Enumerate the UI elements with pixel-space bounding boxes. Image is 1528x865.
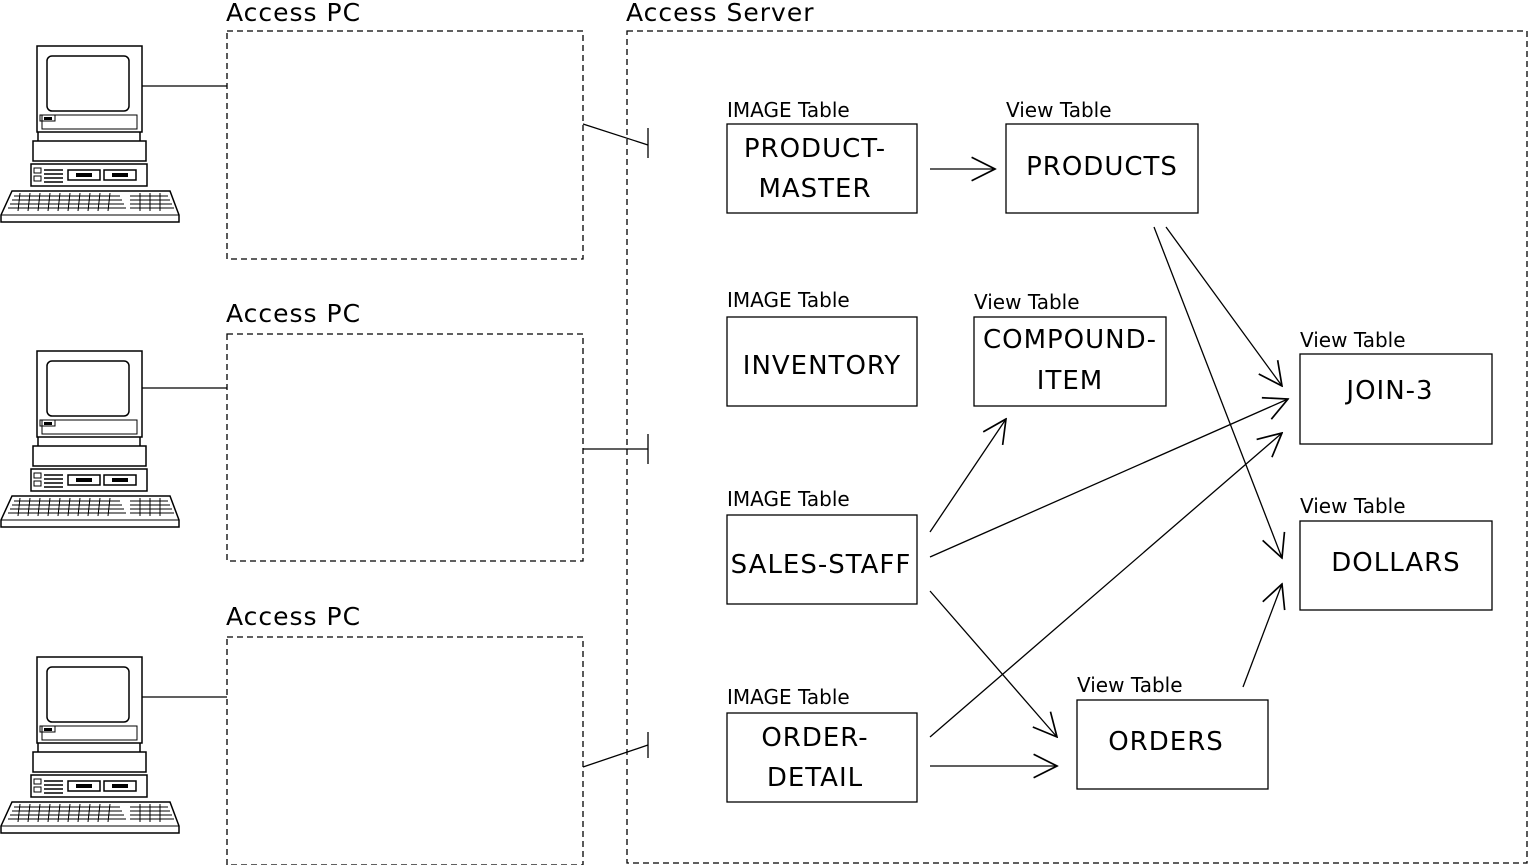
table-kind-label: IMAGE Table [727, 487, 850, 511]
table-name-line-2: DETAIL [767, 763, 863, 793]
arrow-products-to-join3 [1165, 226, 1282, 386]
desktop-computer-icon [0, 45, 180, 223]
view-products: View Table PRODUCTS [1005, 98, 1199, 214]
pc-label: Access PC [226, 299, 361, 328]
access-pc-3: Access PC [0, 602, 584, 865]
table-name-line-2: ITEM [1037, 366, 1103, 396]
table-kind-label: View Table [1006, 98, 1112, 122]
pc-label: Access PC [226, 602, 361, 631]
table-kind-label: View Table [1300, 494, 1406, 518]
pc-boundary-box [226, 636, 584, 865]
table-box [726, 514, 918, 605]
table-box [1076, 699, 1269, 790]
table-box [973, 316, 1167, 407]
server-boundary-box [626, 30, 1528, 864]
table-product-master: IMAGE Table PRODUCT- MASTER [726, 98, 918, 214]
server-label: Access Server [626, 0, 815, 27]
table-inventory: IMAGE Table INVENTORY [726, 288, 918, 407]
desktop-computer-icon [0, 350, 180, 528]
dependency-arrows [929, 169, 1288, 766]
table-name-line-1: PRODUCT- [744, 134, 886, 164]
table-name-line-1: PRODUCTS [1026, 152, 1178, 182]
table-order-detail: IMAGE Table ORDER- DETAIL [726, 685, 918, 803]
pc-boundary-box [226, 333, 584, 562]
table-sales-staff: IMAGE Table SALES-STAFF [726, 487, 918, 605]
table-box [726, 316, 918, 407]
view-dollars: View Table DOLLARS [1299, 494, 1493, 611]
arrow-order-detail-to-join3 [929, 433, 1282, 738]
table-name-line-1: ORDERS [1108, 727, 1224, 757]
table-name-line-1: DOLLARS [1331, 548, 1460, 578]
table-box [1299, 353, 1493, 445]
pc-label: Access PC [226, 0, 361, 27]
arrow-sales-staff-to-compound-item [929, 419, 1006, 533]
table-box [726, 123, 918, 214]
table-name-line-1: JOIN-3 [1344, 376, 1433, 406]
table-box [1005, 123, 1199, 214]
table-kind-label: IMAGE Table [727, 288, 850, 312]
table-name-line-1: SALES-STAFF [731, 550, 912, 580]
view-join-3: View Table JOIN-3 [1299, 328, 1493, 445]
table-box [1299, 520, 1493, 611]
arrow-orders-to-dollars [1242, 584, 1282, 688]
arrow-products-to-dollars [1153, 226, 1282, 558]
table-name-line-1: COMPOUND- [983, 325, 1157, 355]
table-kind-label: IMAGE Table [727, 98, 850, 122]
access-pc-2: Access PC [0, 299, 584, 562]
table-kind-label: View Table [1077, 673, 1183, 697]
view-orders: View Table ORDERS [1076, 673, 1269, 790]
network-connections [582, 123, 649, 768]
access-pc-1: Access PC [0, 0, 584, 260]
table-name-line-1: ORDER- [761, 723, 868, 753]
table-name-line-1: INVENTORY [743, 351, 901, 381]
table-kind-label: IMAGE Table [727, 685, 850, 709]
arrow-sales-staff-to-join3 [929, 399, 1288, 558]
table-box [726, 712, 918, 803]
pc-boundary-box [226, 30, 584, 260]
table-kind-label: View Table [1300, 328, 1406, 352]
desktop-computer-icon [0, 656, 180, 834]
arrow-sales-staff-to-orders [929, 590, 1057, 737]
table-kind-label: View Table [974, 290, 1080, 314]
view-compound-item: View Table COMPOUND- ITEM [973, 290, 1167, 407]
table-name-line-2: MASTER [758, 174, 871, 204]
